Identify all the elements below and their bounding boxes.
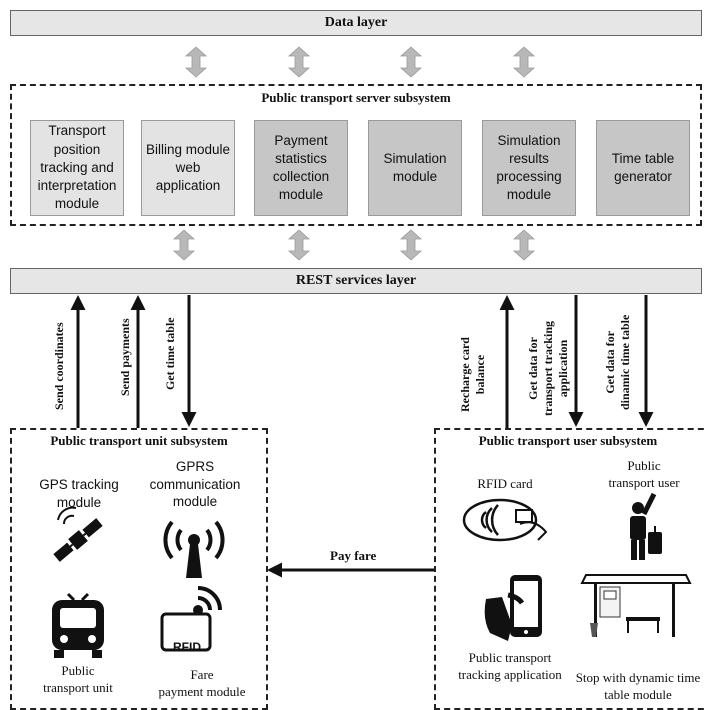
send-payments-label: Send payments	[118, 318, 132, 396]
module-payment-statistics: Payment statistics collection module	[254, 120, 348, 216]
gps-label-line-1: GPS tracking	[39, 477, 119, 492]
gprs-module-label: GPRS communication module	[140, 458, 250, 511]
satellite-icon	[53, 506, 103, 562]
dynamic-label-line-2: dinamic time table	[618, 314, 632, 410]
module-simulation-results: Simulation results processing module	[482, 120, 576, 216]
public-transport-user-label: Public transport user	[594, 458, 694, 492]
pay-fare-label: Pay fare	[330, 548, 377, 563]
app-label-line-1: Public transport	[468, 650, 552, 665]
tracking-label-line-3: application	[556, 339, 570, 398]
phone-icon	[484, 575, 542, 641]
module-position-tracking: Transport position tracking and interpre…	[30, 120, 124, 216]
dynamic-label-line-1: Get data for	[603, 331, 617, 394]
rfid-reader-text: RFID	[173, 640, 201, 654]
gps-module-label: GPS tracking module	[20, 476, 138, 511]
gps-label-line-2: module	[56, 494, 102, 510]
data-server-connector-4	[513, 46, 535, 78]
fare-label-line-1: Fare	[190, 667, 214, 682]
data-server-connector-3	[400, 46, 422, 78]
user-label-line-2: transport user	[608, 474, 680, 490]
user-label-line-1: Public	[627, 458, 661, 473]
stop-label-line-2: table module	[604, 686, 672, 702]
rfid-reader-icon	[160, 586, 222, 652]
app-label-line-2: tracking application	[458, 666, 562, 682]
recharge-label-line-1: Recharge card	[458, 337, 472, 412]
get-time-table-label: Get time table	[163, 317, 177, 390]
server-subsystem-title: Public transport server subsystem	[261, 90, 451, 105]
fare-payment-label: Fare payment module	[144, 667, 260, 701]
user-subsystem-title: Public transport user subsystem	[478, 433, 658, 448]
unit-label-line-1: Public	[61, 663, 95, 678]
module-time-table-generator: Time table generator	[596, 120, 690, 216]
server-subsystem-box: Public transport server subsystem	[10, 84, 702, 226]
server-rest-connector-4	[513, 229, 535, 261]
server-rest-connector-3	[400, 229, 422, 261]
unit-label-line-2: transport unit	[43, 679, 113, 695]
data-server-connector-1	[185, 46, 207, 78]
send-coordinates-label: Send coordinates	[52, 322, 66, 410]
tracking-app-label: Public transport tracking application	[446, 650, 574, 684]
bus-icon	[52, 592, 104, 658]
unit-subsystem-title: Public transport unit subsystem	[50, 433, 228, 448]
dynamic-time-table-label: Get data for dinamic time table	[603, 315, 633, 410]
antenna-icon	[163, 520, 225, 578]
recharge-card-label: Recharge card balance	[458, 337, 488, 412]
server-rest-connector-1	[173, 229, 195, 261]
tracking-label-line-2: transport tracking	[541, 321, 555, 416]
rfid-card-icon	[462, 498, 548, 542]
person-icon	[630, 492, 662, 560]
recharge-label-line-2: balance	[473, 354, 487, 395]
bus-stop-label: Stop with dynamic time table module	[572, 670, 704, 704]
tracking-data-label: Get data for transport tracking applicat…	[526, 321, 571, 416]
module-billing: Billing module web application	[141, 120, 235, 216]
tracking-label-line-1: Get data for	[526, 337, 540, 400]
gprs-label-line-3: module	[172, 494, 218, 510]
rest-services-layer-bar: REST services layer	[10, 268, 702, 294]
data-layer-bar: Data layer	[10, 10, 702, 36]
stop-label-line-1: Stop with dynamic time	[575, 670, 701, 685]
gprs-label-line-2: communication	[149, 476, 241, 492]
data-server-connector-2	[288, 46, 310, 78]
fare-label-line-2: payment module	[158, 683, 246, 699]
bus-stop-icon	[580, 574, 692, 637]
module-simulation: Simulation module	[368, 120, 462, 216]
server-rest-connector-2	[288, 229, 310, 261]
rfid-card-label: RFID card	[477, 476, 533, 491]
transport-unit-label: Public transport unit	[22, 663, 134, 697]
gprs-label-line-1: GPRS	[175, 459, 215, 474]
